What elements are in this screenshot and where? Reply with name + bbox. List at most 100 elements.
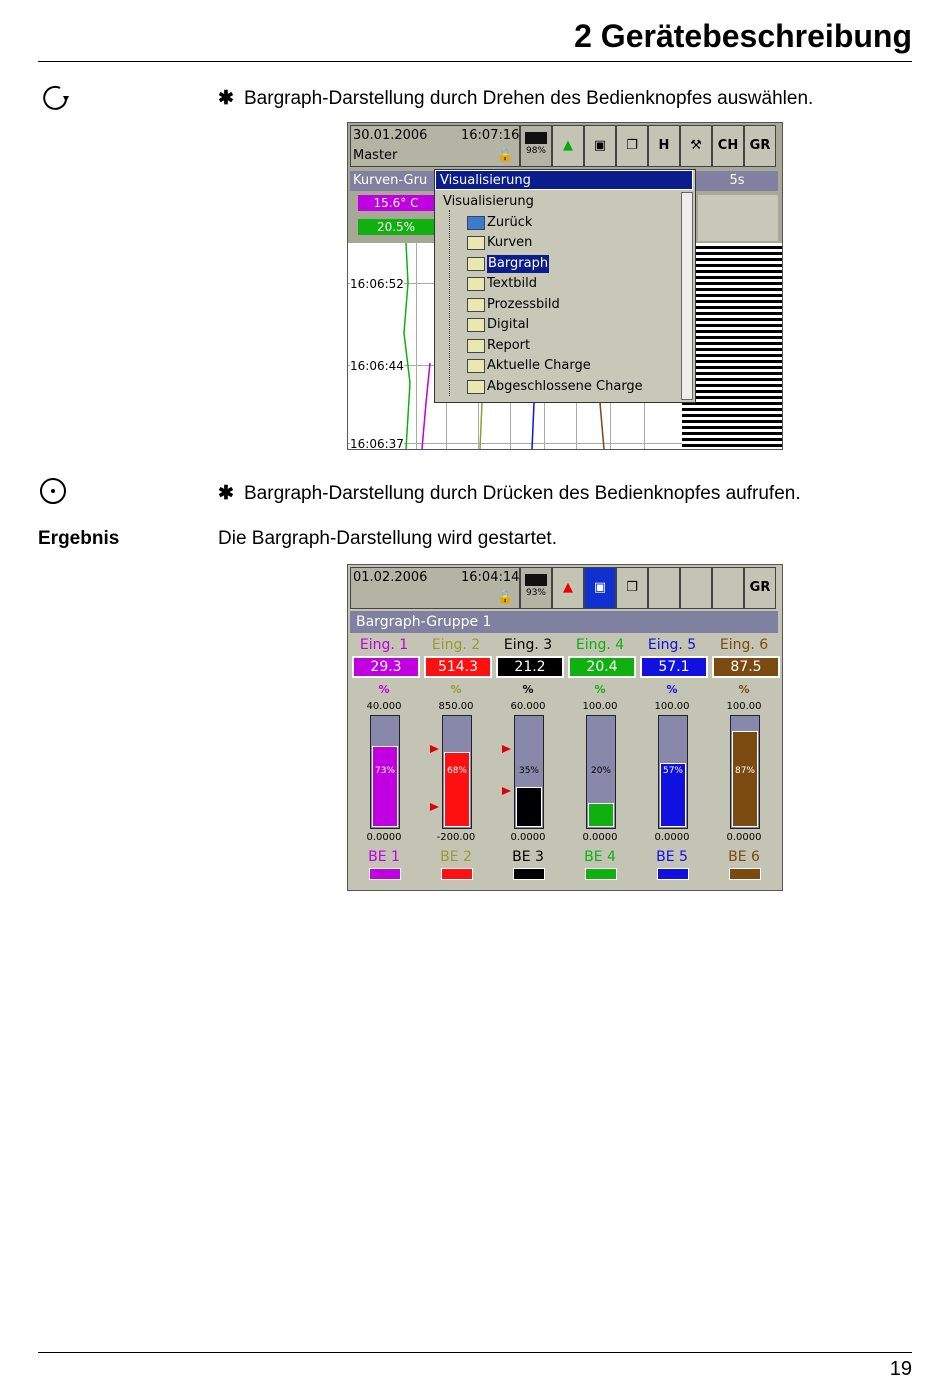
bar-track: 20% (586, 715, 616, 829)
bar-fill (588, 803, 614, 827)
channel-name: Eing. 1 (359, 637, 409, 653)
menu-item-bargraph[interactable]: Bargraph (487, 255, 550, 273)
bar-track: 35% (514, 715, 544, 829)
event-switch-icon (729, 868, 761, 880)
menu-item-abgeschlossene-charge[interactable]: Abgeschlossene Charge (487, 379, 643, 394)
step-1-text: ✱Bargraph-Darstellung durch Drehen des B… (218, 88, 814, 109)
lock-icon: 🔒 (497, 148, 514, 163)
group-title-partial: Kurven-Gru (350, 171, 434, 191)
memory-indicator: 98% (520, 125, 552, 167)
folder-icon (467, 277, 485, 291)
page-number: 19 (889, 1358, 912, 1380)
event-switch-icon (585, 868, 617, 880)
binary-event-label: BE 2 (440, 849, 472, 865)
binary-event-label: BE 4 (584, 849, 616, 865)
history-button[interactable]: H (648, 125, 680, 167)
limit-marker-icon (502, 787, 511, 795)
memory-chip-icon (525, 132, 547, 144)
bar-track: 87% (730, 715, 760, 829)
display-button[interactable]: ▣ (584, 125, 616, 167)
channel-name: Eing. 3 (503, 637, 553, 653)
event-switch-icon (441, 868, 473, 880)
pages-button[interactable]: ❐ (616, 125, 648, 167)
channel-value: 29.3 (352, 656, 420, 678)
trend-lines (403, 243, 605, 449)
channel-value: 514.3 (424, 656, 492, 678)
bar-fill (444, 752, 470, 827)
bar-track: 68% (442, 715, 472, 829)
channel-value: 87.5 (712, 656, 780, 678)
scale-max: 850.00 (438, 701, 474, 712)
bar-fill (660, 763, 686, 827)
event-switch-icon (657, 868, 689, 880)
binary-event-label: BE 1 (368, 849, 400, 865)
bar-percent: 35% (518, 766, 539, 776)
menu-item-prozessbild[interactable]: Prozessbild (487, 297, 560, 312)
empty-button[interactable] (712, 567, 744, 609)
menu-item-digital[interactable]: Digital (487, 317, 530, 332)
channel-unit: % (450, 683, 462, 696)
bar-percent: 57% (662, 766, 683, 776)
alarm-button[interactable]: ▲ (552, 125, 584, 167)
binary-event-label: BE 6 (728, 849, 760, 865)
memory-indicator: 93% (520, 567, 552, 609)
display-button[interactable]: ▣ (584, 567, 616, 609)
bullet-star-icon: ✱ (218, 483, 234, 504)
channel-name: Eing. 6 (719, 637, 769, 653)
folder-icon (467, 380, 485, 394)
folder-icon (467, 257, 485, 271)
result-label: Ergebnis (38, 528, 120, 549)
scale-min: 0.0000 (366, 832, 402, 843)
menu-item-kurven[interactable]: Kurven (487, 235, 533, 250)
scale-max: 100.00 (582, 701, 618, 712)
folder-icon (467, 339, 485, 353)
scale-max: 60.000 (510, 701, 546, 712)
event-switch-icon (369, 868, 401, 880)
bar-track: 57% (658, 715, 688, 829)
scale-min: 0.0000 (582, 832, 618, 843)
visualisierung-menu: Visualisierung Visualisierung Zurück Kur… (434, 169, 696, 403)
press-icon (40, 478, 66, 504)
scale-min: 0.0000 (726, 832, 762, 843)
group-button[interactable]: GR (744, 125, 776, 167)
rotate-icon (43, 85, 69, 110)
device-screen-menu: 30.01.2006 16:07:16 Master 🔒 98% ▲ ▣ ❐ H… (347, 122, 783, 450)
folder-icon (467, 359, 485, 373)
scale-min: 0.0000 (654, 832, 690, 843)
menu-item-report[interactable]: Report (487, 338, 531, 353)
menu-title: Visualisierung (435, 170, 693, 190)
channel-name: Eing. 2 (431, 637, 481, 653)
alarm-button[interactable]: ▲ (552, 567, 584, 609)
limit-marker-icon (502, 745, 511, 753)
channel-unit: % (738, 683, 750, 696)
channel-button[interactable]: CH (712, 125, 744, 167)
empty-button[interactable] (680, 567, 712, 609)
bar-track: 73% (370, 715, 400, 829)
limit-marker-icon (430, 803, 439, 811)
digital-tracks (682, 243, 782, 449)
footer-rule (38, 1352, 912, 1353)
channel-value: 57.1 (640, 656, 708, 678)
empty-button[interactable] (648, 567, 680, 609)
pages-button[interactable]: ❐ (616, 567, 648, 609)
menu-item-textbild[interactable]: Textbild (487, 276, 538, 291)
group-button[interactable]: GR (744, 567, 776, 609)
folder-icon (467, 236, 485, 250)
folder-icon (467, 298, 485, 312)
channel-name: Eing. 5 (647, 637, 697, 653)
bullet-star-icon: ✱ (218, 88, 234, 109)
binary-event-label: BE 3 (512, 849, 544, 865)
menu-item-zurueck[interactable]: Zurück (487, 215, 533, 230)
bar-percent: 87% (734, 766, 755, 776)
limit-marker-icon (430, 745, 439, 753)
group-title: Bargraph-Gruppe 1 (350, 611, 778, 633)
event-switch-icon (513, 868, 545, 880)
result-text: Die Bargraph-Darstellung wird gestartet. (218, 528, 557, 549)
bar-fill (516, 787, 542, 827)
bar-percent: 73% (374, 766, 395, 776)
scale-max: 100.00 (654, 701, 690, 712)
menu-item-aktuelle-charge[interactable]: Aktuelle Charge (487, 358, 591, 373)
menu-scrollbar[interactable] (681, 192, 693, 400)
tools-button[interactable]: ⚒ (680, 125, 712, 167)
channel-1-value: 15.6° C (358, 195, 434, 211)
